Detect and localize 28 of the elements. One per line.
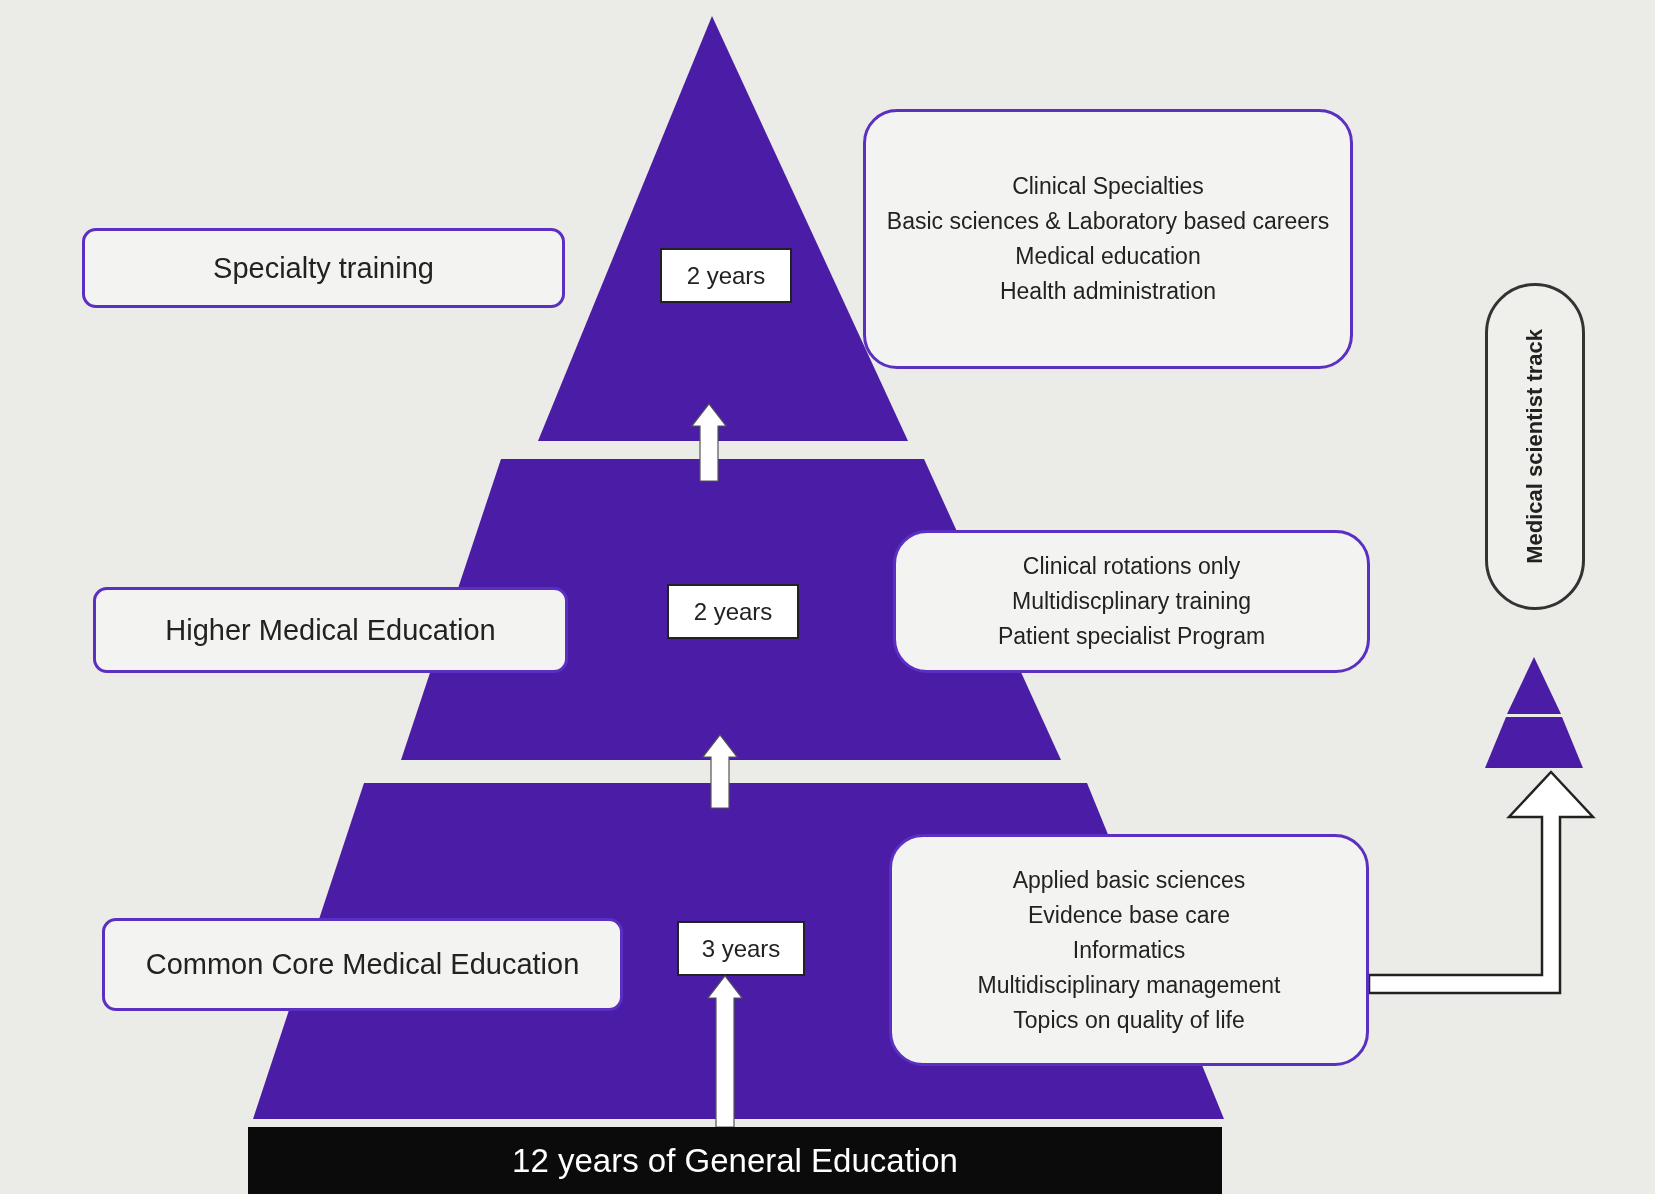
stage-label: Specialty training <box>82 228 565 308</box>
list-item: Applied basic sciences <box>1012 866 1246 894</box>
list-item: Clinical Specialties <box>1012 173 1204 200</box>
description-box <box>889 834 1369 1066</box>
list-item: Topics on quality of life <box>1013 1006 1245 1034</box>
list-item: Basic sciences & Laboratory based careers <box>886 208 1330 235</box>
stage-label: Higher Medical Education <box>93 587 568 673</box>
list-item: Informatics <box>1072 936 1186 964</box>
track-label: Medical scientist track <box>1485 283 1585 610</box>
list-item: Multidisciplinary management <box>977 971 1281 999</box>
description-box <box>863 109 1353 369</box>
list-item: Evidence base care <box>1028 901 1230 929</box>
stage-label: Common Core Medical Education <box>102 918 623 1011</box>
list-item: Health administration <box>999 278 1217 305</box>
list-item: Patient specialist Program <box>997 623 1266 650</box>
list-item: Multidiscplinary training <box>1011 588 1251 615</box>
block-arrow <box>706 975 744 1128</box>
description-box <box>893 530 1370 673</box>
list-item: Clinical rotations only <box>1022 553 1241 580</box>
duration-box: 2 years <box>667 584 799 639</box>
list-item: Medical education <box>1015 243 1201 270</box>
block-arrow <box>1367 770 1596 995</box>
pyramid-icon <box>1485 657 1583 768</box>
foundation-bar: 12 years of General Education <box>248 1127 1222 1194</box>
block-arrow <box>701 734 739 809</box>
block-arrow <box>690 403 728 482</box>
duration-box: 3 years <box>677 921 805 976</box>
duration-box: 2 years <box>660 248 792 303</box>
